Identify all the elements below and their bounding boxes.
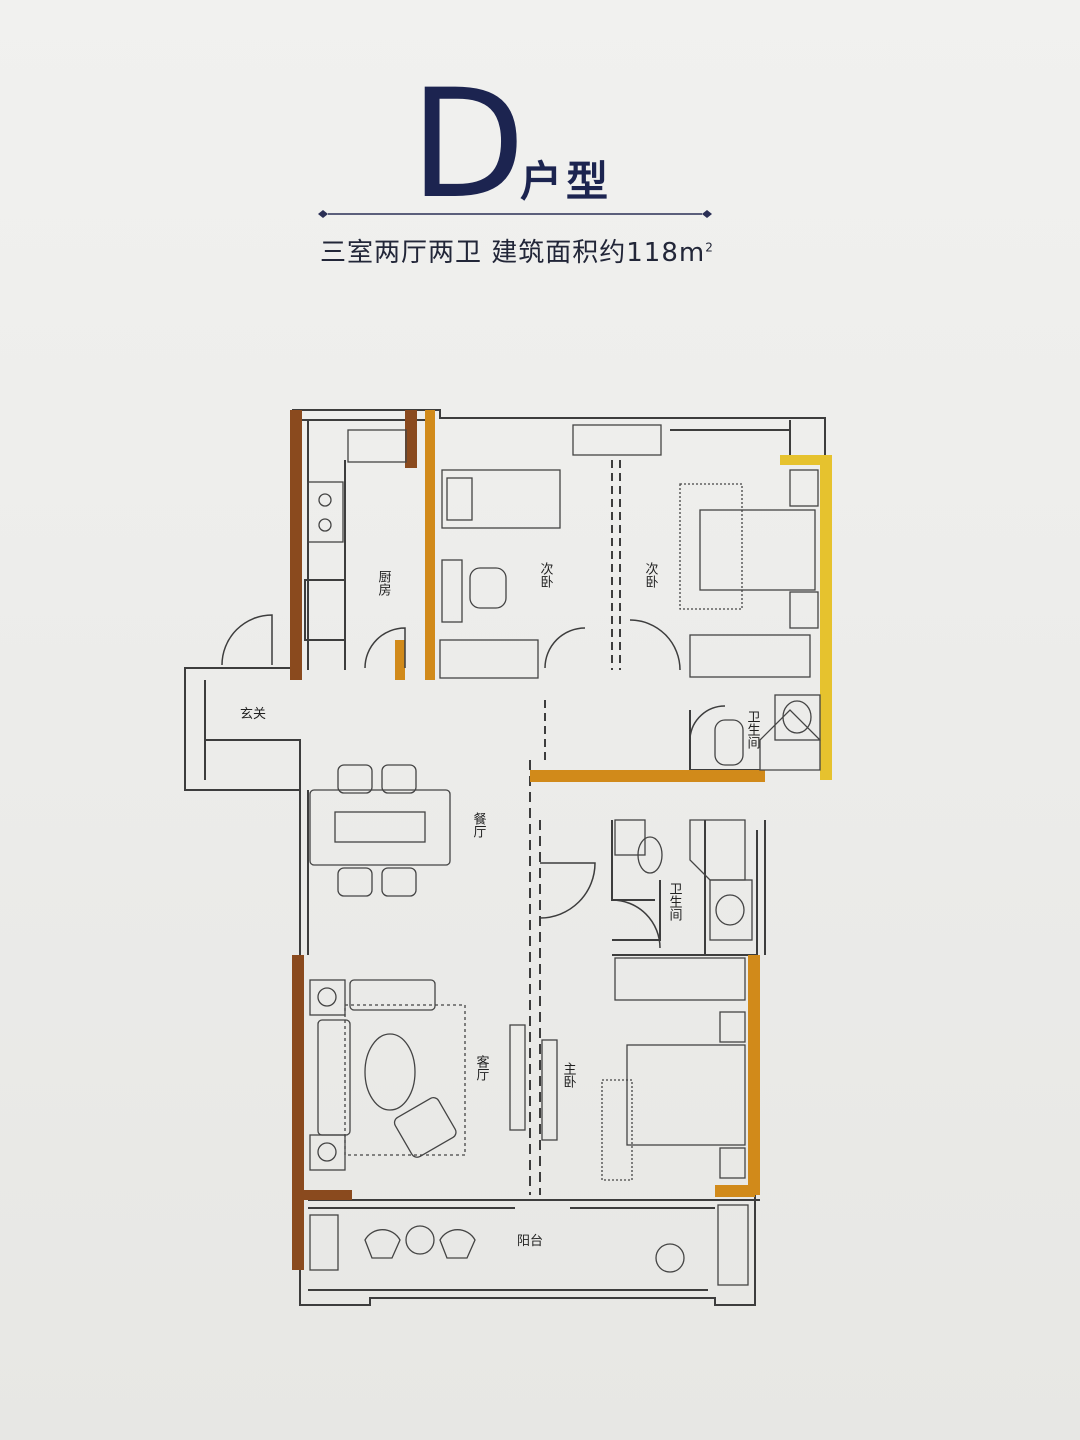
balcony-table — [405, 1225, 435, 1255]
side-table-top — [309, 979, 346, 1016]
wardrobe-master — [614, 957, 746, 1001]
title-rule — [318, 210, 712, 218]
balcony-cabinet — [309, 1214, 339, 1271]
label-bath2: 卫生间 — [667, 882, 683, 921]
toilet-bath1 — [714, 719, 744, 766]
outer-walls — [184, 409, 826, 1306]
shower-bath1 — [759, 709, 821, 771]
furniture — [307, 424, 821, 1286]
coffee-table — [364, 1033, 416, 1111]
subtitle-text: 三室两厅两卫 建筑面积约118m — [320, 238, 706, 268]
label-entrance: 玄关 — [240, 707, 266, 722]
subtitle-superscript: 2 — [705, 240, 714, 255]
label-kitchen: 厨房 — [376, 570, 392, 596]
window-top — [572, 424, 662, 456]
balcony-plant — [655, 1243, 685, 1273]
room-labels: 厨房 次卧 次卧 玄关 卫生间 餐厅 卫生间 客厅 主卧 阳台 — [240, 561, 760, 1249]
basin-bath1 — [774, 694, 821, 741]
wardrobe-bedroom2b — [689, 634, 811, 678]
wardrobe-bedroom2a — [439, 639, 539, 679]
balcony-window — [717, 1204, 749, 1286]
shower-bath2 — [689, 819, 746, 881]
rug-living — [344, 1004, 466, 1156]
desk-bedroom2a — [441, 559, 463, 623]
basin-bath2 — [709, 879, 753, 941]
kitchen-sink — [347, 429, 407, 463]
unit-letter: D — [410, 58, 526, 232]
rug-bedroom2b — [679, 483, 743, 610]
rug-master — [601, 1079, 633, 1181]
bed-bedroom2a — [441, 469, 561, 529]
label-bath1: 卫生间 — [745, 710, 761, 749]
door-swings — [221, 614, 726, 949]
label-living: 客厅 — [474, 1054, 490, 1081]
armchair — [393, 1096, 457, 1158]
side-table-bottom — [309, 1134, 346, 1171]
bed-bedroom2b — [699, 509, 816, 591]
label-balcony: 阳台 — [517, 1234, 543, 1249]
coloured-walls — [290, 410, 832, 1270]
sofa-top — [349, 979, 436, 1011]
toilet-bath2 — [614, 819, 646, 856]
unit-type-word: 户型 — [520, 157, 613, 206]
bed-master — [626, 1044, 746, 1146]
tv-cabinet-master — [541, 1039, 558, 1141]
label-bedroom2b: 次卧 — [643, 561, 659, 588]
label-dining: 餐厅 — [471, 811, 487, 838]
dining-table — [309, 789, 451, 866]
tv-cabinet — [509, 1024, 526, 1131]
label-bedroom2a: 次卧 — [538, 561, 554, 588]
kitchen-stove — [307, 481, 344, 543]
balcony-chair-right — [439, 1229, 476, 1259]
header: D 户型 三室两厅两卫 建筑面积约118m2 — [0, 0, 1080, 300]
label-master: 主卧 — [561, 1062, 577, 1088]
balcony-chair-left — [364, 1229, 401, 1259]
unit-subtitle: 三室两厅两卫 建筑面积约118m2 — [320, 232, 760, 269]
